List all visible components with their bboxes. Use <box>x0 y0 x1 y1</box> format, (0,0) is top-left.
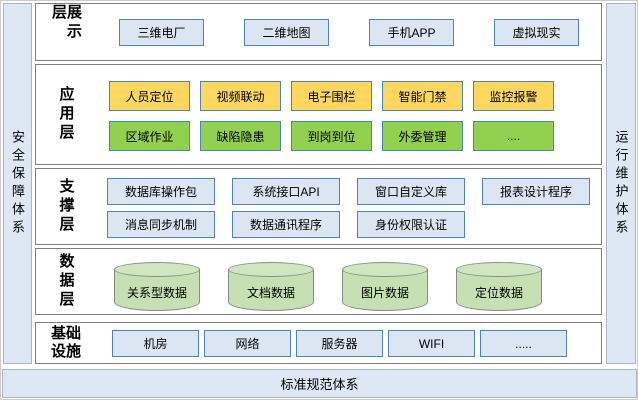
bottom-band-standards: 标准规范体系 <box>2 369 637 398</box>
presentation-box: 手机APP <box>369 19 454 46</box>
left-band-security-system: 安全保障体系 <box>3 3 32 364</box>
application-box: 外委管理 <box>382 121 463 151</box>
support-box: 消息同步机制 <box>107 211 215 238</box>
presentation-box-row: 三维电厂 二维地图 手机APP 虚拟现实 <box>119 19 579 46</box>
application-box: 区域作业 <box>109 121 190 151</box>
left-band-label: 安全保障体系 <box>10 129 25 238</box>
application-box: 人员定位 <box>109 81 190 111</box>
layer-application: 应用层 人员定位 视频联动 电子围栏 智能门禁 监控报警 区域作业 缺陷隐患 到… <box>35 64 602 165</box>
layer-presentation: 展示层 三维电厂 二维地图 手机APP 虚拟现实 <box>35 3 602 61</box>
application-box: 电子围栏 <box>291 81 372 111</box>
support-box-row-2: 消息同步机制 数据通讯程序 身份权限认证 <box>107 211 465 238</box>
data-cylinder: 关系型数据 <box>114 262 200 311</box>
infrastructure-box: 服务器 <box>296 330 383 357</box>
application-box-row-2: 区域作业 缺陷隐患 到岗到位 外委管理 .... <box>109 121 554 151</box>
application-box: 缺陷隐患 <box>200 121 281 151</box>
layer-support: 支撑层 数据库操作包 系统接口API 窗口自定义库 报表设计程序 消息同步机制 … <box>35 168 602 245</box>
data-cylinder: 图片数据 <box>342 262 428 311</box>
cylinder-top-ellipse <box>228 262 314 277</box>
data-cylinder: 定位数据 <box>456 262 542 311</box>
application-box: .... <box>473 121 554 151</box>
cylinder-label: 文档数据 <box>246 286 295 300</box>
infrastructure-box-row: 机房 网络 服务器 WIFI ..... <box>112 330 567 357</box>
layer-infrastructure: 基础设施 机房 网络 服务器 WIFI ..... <box>35 322 602 364</box>
infrastructure-box: 网络 <box>204 330 291 357</box>
layer-data-label: 数据层 <box>57 253 75 310</box>
layer-support-label: 支撑层 <box>57 178 75 235</box>
cylinder-label: 定位数据 <box>474 286 523 300</box>
presentation-box: 二维地图 <box>244 19 329 46</box>
application-box: 到岗到位 <box>291 121 372 151</box>
right-band-label: 运行维护体系 <box>613 129 629 238</box>
application-box-row-1: 人员定位 视频联动 电子围栏 智能门禁 监控报警 <box>109 81 554 111</box>
presentation-box: 虚拟现实 <box>494 19 579 46</box>
support-box: 报表设计程序 <box>482 178 590 205</box>
support-box-row-1: 数据库操作包 系统接口API 窗口自定义库 报表设计程序 <box>107 178 590 205</box>
support-box: 窗口自定义库 <box>357 178 465 205</box>
data-cylinder: 文档数据 <box>228 262 314 311</box>
layer-application-label: 应用层 <box>57 86 75 143</box>
cylinder-top-ellipse <box>114 262 200 277</box>
infrastructure-box: 机房 <box>112 330 199 357</box>
support-box: 数据通讯程序 <box>232 211 340 238</box>
support-box: 系统接口API <box>232 178 340 205</box>
cylinder-top-ellipse <box>456 262 542 277</box>
support-box: 身份权限认证 <box>357 211 465 238</box>
application-box: 视频联动 <box>200 81 281 111</box>
application-box: 智能门禁 <box>382 81 463 111</box>
right-band-operation-maintenance: 运行维护体系 <box>606 3 636 364</box>
application-box: 监控报警 <box>473 81 554 111</box>
infrastructure-box: ..... <box>480 330 567 357</box>
cylinder-top-ellipse <box>342 262 428 277</box>
layer-data: 数据层 关系型数据 文档数据 图片数据 定位数据 <box>35 248 602 315</box>
support-box: 数据库操作包 <box>107 178 215 205</box>
infrastructure-box: WIFI <box>388 330 475 357</box>
layer-infrastructure-label: 基础设施 <box>50 325 81 360</box>
cylinder-label: 关系型数据 <box>126 286 187 300</box>
data-cylinder-row: 关系型数据 文档数据 图片数据 定位数据 <box>114 262 542 311</box>
bottom-band-label: 标准规范体系 <box>280 377 359 392</box>
cylinder-label: 图片数据 <box>360 286 409 300</box>
layer-presentation-label: 展示层 <box>50 4 82 42</box>
presentation-box: 三维电厂 <box>119 19 204 46</box>
